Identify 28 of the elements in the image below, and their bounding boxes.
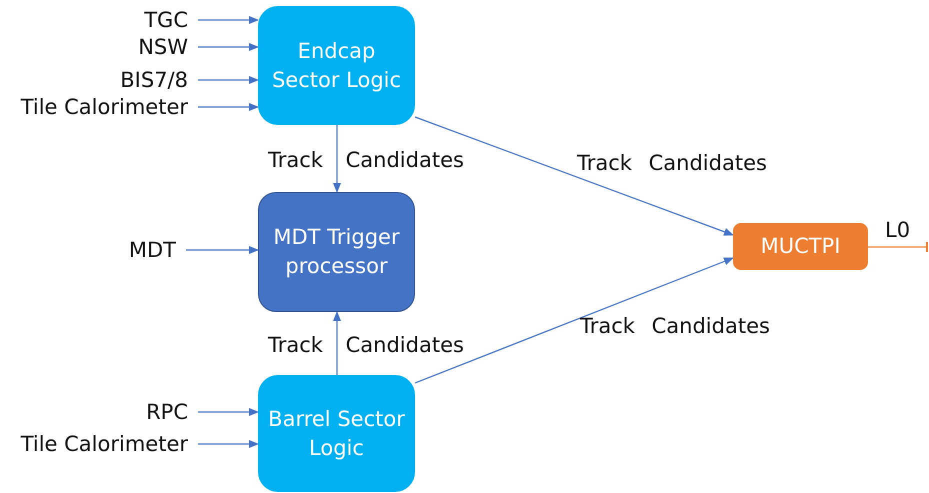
arrow xyxy=(198,440,259,448)
process-box: MUCTPI xyxy=(733,223,868,270)
input-label: BIS7/8 xyxy=(0,67,188,93)
process-box: Barrel Sector Logic xyxy=(258,375,415,492)
arrow xyxy=(198,16,259,24)
arrow xyxy=(198,76,259,84)
input-label: TGC xyxy=(0,7,188,33)
arrow xyxy=(198,103,259,111)
input-label: NSW xyxy=(0,34,188,60)
arrow xyxy=(333,311,341,375)
input-label: Tile Calorimeter xyxy=(0,94,188,120)
output-line xyxy=(868,242,928,252)
input-label: MDT xyxy=(100,237,176,263)
input-label: Tile Calorimeter xyxy=(0,431,188,457)
arrow xyxy=(333,125,341,193)
arrow xyxy=(198,43,259,51)
edge-label: Track Candidates xyxy=(580,313,770,339)
edge-label: Track Candidates xyxy=(268,147,464,173)
process-box: MDT Trigger processor xyxy=(258,192,415,312)
arrow xyxy=(198,408,259,416)
arrow xyxy=(414,116,734,236)
edge-label: Track Candidates xyxy=(577,150,767,176)
input-label: RPC xyxy=(0,399,188,425)
edge-label: Track Candidates xyxy=(268,332,464,358)
arrow xyxy=(414,257,734,384)
arrow xyxy=(186,246,259,254)
process-box: Endcap Sector Logic xyxy=(258,6,415,125)
edge-label: L0 xyxy=(885,217,910,243)
